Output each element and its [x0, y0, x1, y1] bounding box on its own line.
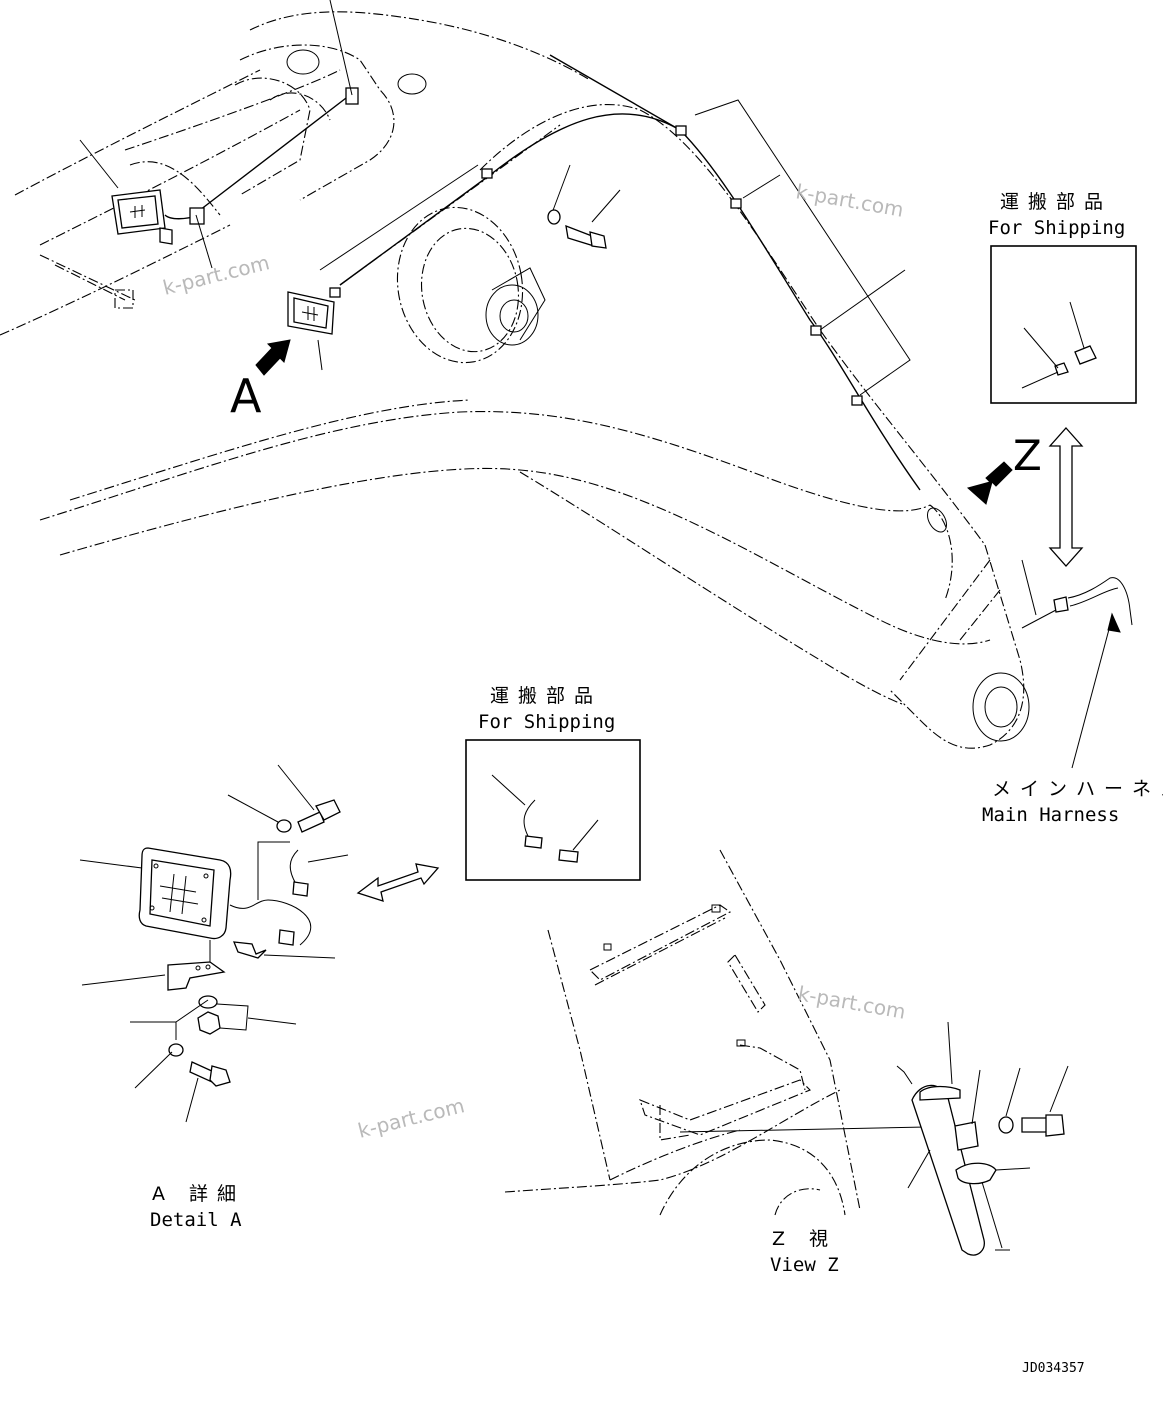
harness-label-en: Main Harness — [982, 804, 1119, 826]
washer-icon — [547, 209, 561, 225]
double-arrow-icon — [1048, 427, 1084, 567]
bolt-icon — [1021, 1114, 1065, 1137]
boom-drawing — [0, 0, 1030, 749]
view-z-drawing — [504, 849, 1069, 1256]
view-label-z: Z — [1013, 431, 1042, 480]
shipping-box-mid — [465, 739, 641, 881]
watermark-2: k-part.com — [794, 179, 905, 222]
shipping-mid-jp: 運搬部品 — [490, 685, 602, 707]
work-lamp-icon — [287, 291, 335, 335]
detail-a-en: Detail A — [150, 1209, 242, 1231]
watermark-4: k-part.com — [355, 1093, 466, 1143]
connector-icon — [491, 774, 599, 863]
drawing-code: JD034357 — [1022, 1361, 1085, 1376]
shipping-box-top — [990, 245, 1137, 404]
bolt-icon — [297, 799, 341, 833]
view-z-jp: Z 視 — [772, 1228, 837, 1250]
watermark-3: k-part.com — [796, 981, 907, 1024]
detail-a-drawing — [79, 764, 349, 1123]
view-arrow-icon — [966, 461, 1013, 505]
shipping-top-en: For Shipping — [988, 217, 1125, 239]
view-label-a: A — [230, 369, 262, 423]
washer-icon — [998, 1116, 1014, 1134]
clip-icon — [189, 87, 863, 406]
bolt-icon — [565, 224, 607, 249]
detail-a-jp: A 詳細 — [152, 1183, 245, 1205]
view-arrow-icon — [255, 339, 291, 376]
washer-icon — [168, 1043, 184, 1057]
connector-icon — [1021, 559, 1133, 769]
washer-icon — [276, 819, 292, 833]
watermark-1: k-part.com — [160, 250, 271, 300]
shipping-mid-en: For Shipping — [478, 711, 615, 733]
connector-icon — [1021, 301, 1097, 389]
harness-label-jp: メインハーネス — [992, 778, 1163, 800]
view-z-en: View Z — [770, 1254, 839, 1276]
bolt-icon — [189, 1061, 231, 1087]
work-lamp-icon — [138, 847, 232, 940]
shipping-top-jp: 運搬部品 — [1000, 191, 1112, 213]
double-arrow-icon — [356, 863, 440, 902]
work-lamp-icon — [111, 189, 173, 245]
